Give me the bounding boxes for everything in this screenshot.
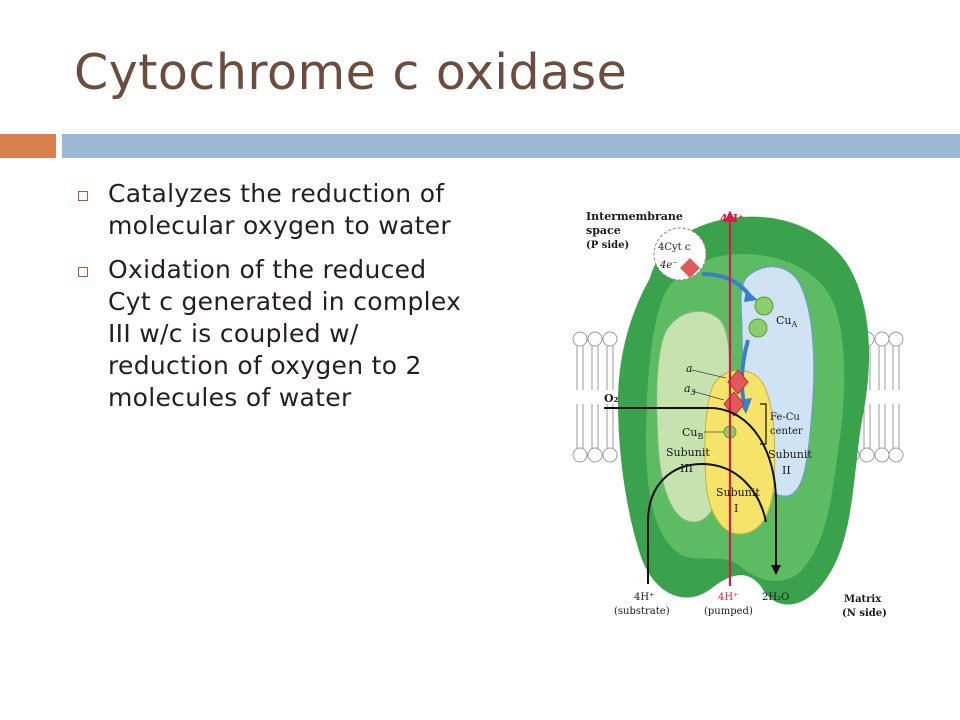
- oxygen-to-water-arrow: [604, 407, 781, 575]
- label-o2: O₂: [604, 392, 619, 405]
- label-h-top: 4H⁺: [720, 212, 744, 225]
- label-subunit-ii-num: II: [782, 464, 791, 477]
- bullet-text: Oxidation of the reduced Cyt c generated…: [108, 255, 462, 412]
- label-pumped: (pumped): [704, 606, 753, 617]
- title-accent-bar-right: [62, 134, 960, 158]
- bullet-square-icon: [78, 191, 88, 201]
- bullet-item: Oxidation of the reduced Cyt c generated…: [78, 254, 498, 414]
- label-subunit-i-num: I: [734, 502, 738, 515]
- label-4e: 4e⁻: [659, 260, 678, 271]
- label-intermembrane: Intermembrane: [586, 210, 683, 223]
- bullet-square-icon: [78, 267, 88, 277]
- cyt-c-circle: [653, 227, 707, 281]
- label-space: space: [586, 224, 621, 237]
- substrate-proton-arrow: [647, 462, 767, 584]
- cyt-c-heme-icon: [680, 258, 700, 278]
- label-matrix: Matrix: [844, 594, 882, 605]
- label-center: center: [770, 426, 803, 437]
- label-p-side: (P side): [586, 240, 629, 251]
- label-fe-cu: Fe-Cu: [770, 412, 800, 423]
- label-subunit-ii: Subunit: [768, 448, 812, 461]
- bullet-item: Catalyzes the reduction of molecular oxy…: [78, 178, 498, 242]
- cytochrome-oxidase-diagram: Intermembrane space (P side) 4H⁺ 4Cyt c …: [572, 210, 904, 619]
- label-subunit-i: Subunit: [716, 486, 760, 499]
- label-subunit-iii: Subunit: [666, 446, 710, 459]
- label-a3: a3: [684, 382, 696, 397]
- label-cub: CuB: [682, 426, 704, 441]
- slide-title: Cytochrome c oxidase: [74, 44, 628, 101]
- subunit-i-shape: [704, 370, 776, 535]
- bullet-text: Catalyzes the reduction of molecular oxy…: [108, 179, 451, 240]
- fe-cu-bracket: [760, 403, 767, 445]
- label-h-substrate: 4H⁺: [634, 592, 654, 603]
- label-water: 2H₂O: [762, 592, 789, 603]
- cua-sphere: [754, 296, 774, 316]
- label-n-side: (N side): [842, 608, 887, 619]
- label-cua: CuA: [776, 314, 798, 329]
- label-substrate: (substrate): [614, 606, 670, 617]
- title-accent-bar-left: [0, 134, 56, 158]
- label-cyt-c: 4Cyt c: [658, 242, 691, 253]
- label-h-pumped: 4H⁺: [718, 592, 738, 603]
- label-a: a: [686, 362, 693, 375]
- bullet-list: Catalyzes the reduction of molecular oxy…: [78, 178, 498, 426]
- label-subunit-iii-num: III: [680, 462, 693, 475]
- cua-sphere: [748, 318, 768, 338]
- heme-a-icon: [727, 369, 749, 395]
